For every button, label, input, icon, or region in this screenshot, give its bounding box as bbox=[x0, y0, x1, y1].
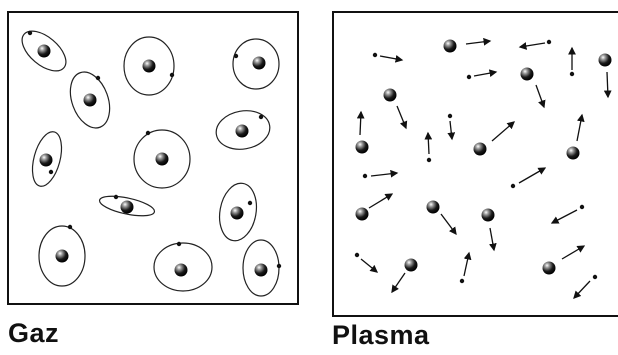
plasma-ion bbox=[405, 259, 418, 272]
plasma-ion bbox=[356, 141, 369, 154]
nucleus bbox=[84, 94, 97, 107]
plasma-electron bbox=[580, 205, 584, 209]
electron bbox=[248, 201, 252, 205]
plasma-electron bbox=[511, 184, 515, 188]
plasma-panel bbox=[333, 12, 618, 316]
electron bbox=[170, 73, 174, 77]
electron bbox=[146, 131, 150, 135]
plasma-electron bbox=[467, 75, 471, 79]
plasma-electron bbox=[448, 114, 452, 118]
gas-panel-label: Gaz bbox=[8, 318, 59, 349]
nucleus bbox=[175, 264, 188, 277]
plasma-ion bbox=[444, 40, 457, 53]
nucleus bbox=[236, 125, 249, 138]
electron bbox=[259, 115, 263, 119]
plasma-electron bbox=[363, 174, 367, 178]
plasma-ion bbox=[474, 143, 487, 156]
electron bbox=[234, 54, 238, 58]
nucleus bbox=[38, 45, 51, 58]
plasma-ion bbox=[384, 89, 397, 102]
plasma-electron bbox=[373, 53, 377, 57]
plasma-ion bbox=[356, 208, 369, 221]
electron bbox=[177, 242, 181, 246]
electron bbox=[277, 264, 281, 268]
plasma-ion bbox=[482, 209, 495, 222]
nucleus bbox=[253, 57, 266, 70]
plasma-electron bbox=[593, 275, 597, 279]
plasma-ion bbox=[543, 262, 556, 275]
plasma-ion bbox=[567, 147, 580, 160]
nucleus bbox=[231, 207, 244, 220]
plasma-electron bbox=[570, 72, 574, 76]
plasma-electron bbox=[460, 279, 464, 283]
nucleus bbox=[121, 201, 134, 214]
plasma-ion bbox=[521, 68, 534, 81]
electron bbox=[96, 76, 100, 80]
gas-panel bbox=[8, 12, 298, 304]
electron bbox=[68, 225, 72, 229]
nucleus bbox=[56, 250, 69, 263]
electron bbox=[28, 31, 32, 35]
electron bbox=[114, 195, 118, 199]
plasma-ion bbox=[427, 201, 440, 214]
nucleus bbox=[40, 154, 53, 167]
plasma-electron bbox=[427, 158, 431, 162]
nucleus bbox=[255, 264, 268, 277]
electron bbox=[49, 170, 53, 174]
plasma-panel-label: Plasma bbox=[332, 320, 430, 351]
plasma-electron bbox=[355, 253, 359, 257]
plasma-electron bbox=[547, 40, 551, 44]
plasma-ion bbox=[599, 54, 612, 67]
nucleus bbox=[143, 60, 156, 73]
nucleus bbox=[156, 153, 169, 166]
